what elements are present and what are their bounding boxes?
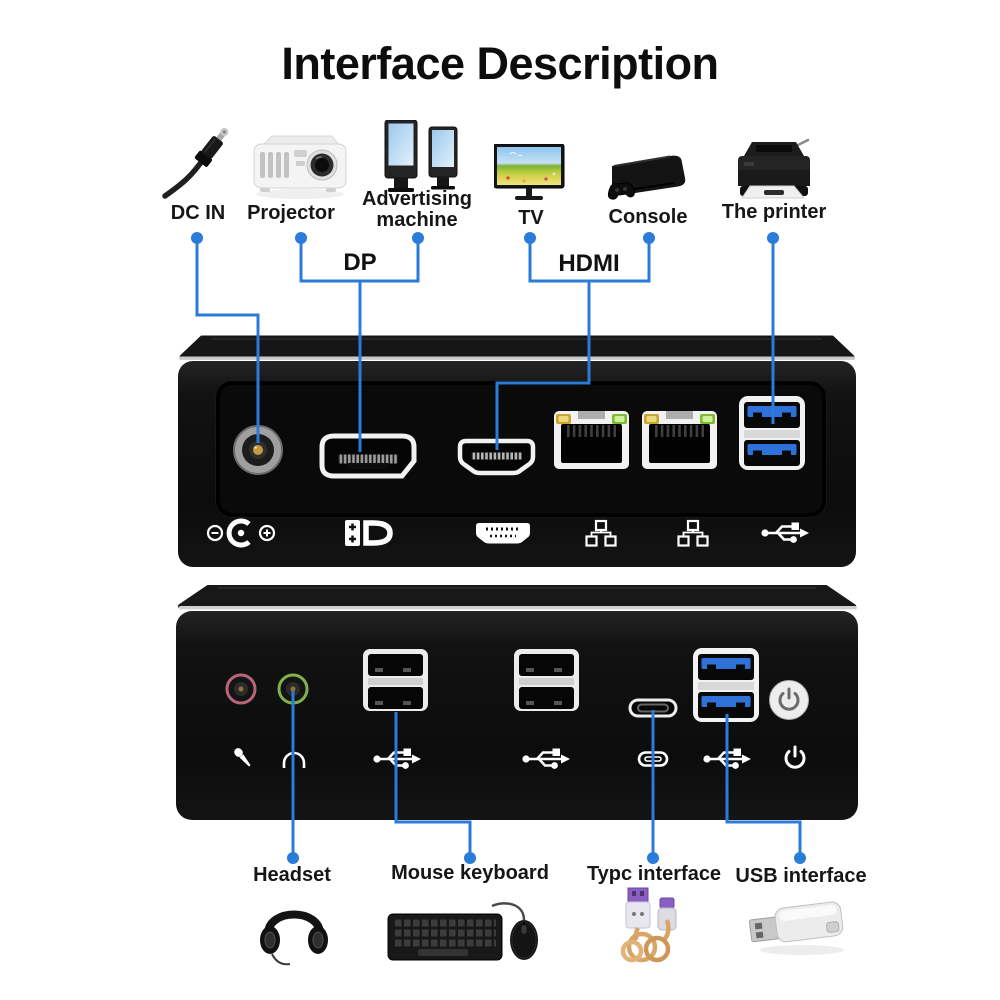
hdmi-port — [457, 438, 536, 476]
usb2-ports-1 — [363, 649, 428, 711]
pc2-top-lid — [178, 585, 856, 608]
mic-icon — [234, 748, 251, 767]
pc2-body — [176, 611, 858, 820]
pc2-lid-highlight — [179, 606, 857, 610]
dc-plug-icon — [162, 127, 229, 199]
power-button — [769, 680, 809, 720]
hdmi-icon — [476, 523, 530, 544]
label-projector: Projector — [247, 202, 335, 224]
tv-icon — [494, 144, 565, 200]
usb3-ports-front — [739, 396, 805, 470]
label-tv: TV — [518, 207, 544, 229]
ethernet-port-2 — [642, 411, 717, 469]
dot-advertising — [412, 232, 424, 244]
usb-flash-drive-icon — [749, 901, 844, 955]
game-console-icon — [607, 155, 686, 200]
usbc-port — [628, 698, 678, 718]
usb3-ports-rear — [693, 648, 759, 722]
label-mouse-keyboard: Mouse keyboard — [391, 862, 549, 884]
dot-dc-in — [191, 232, 203, 244]
page-title: Interface Description — [281, 38, 719, 89]
mini-pc-rear-view — [176, 585, 858, 820]
displayport-port — [319, 433, 417, 479]
mic-jack — [225, 673, 257, 705]
label-dc-in: DC IN — [170, 202, 226, 224]
advertising-machine-icon — [384, 120, 458, 192]
dot-usb — [794, 852, 806, 864]
dot-console — [643, 232, 655, 244]
pc1-top-lid — [179, 335, 855, 360]
dc-power-icon — [206, 518, 276, 548]
projector-icon — [253, 135, 347, 199]
dot-tv — [524, 232, 536, 244]
ethernet-port-1 — [554, 411, 629, 469]
printer-icon — [738, 138, 810, 199]
label-usb-interface: USB interface — [735, 865, 867, 887]
dot-headset — [287, 852, 299, 864]
label-hdmi: HDMI — [558, 250, 620, 277]
mini-pc-front-view — [178, 335, 856, 567]
label-console: Console — [608, 206, 688, 228]
label-advertising-machine: Advertising machine — [361, 188, 473, 231]
dot-printer — [767, 232, 779, 244]
headphones-icon — [260, 910, 328, 966]
label-typc-interface: Typc interface — [586, 863, 722, 885]
headphone-jack — [277, 673, 309, 705]
typec-cable-icon — [620, 887, 677, 963]
label-dp: DP — [343, 249, 377, 276]
keyboard-mouse-icon — [387, 902, 538, 961]
pc1-lid-highlight — [179, 356, 855, 360]
label-printer: The printer — [721, 201, 827, 223]
dot-projector — [295, 232, 307, 244]
label-headset: Headset — [253, 864, 331, 886]
usb2-ports-2 — [514, 649, 579, 711]
dc-power-jack — [233, 425, 283, 475]
displayport-logo-icon — [345, 520, 393, 546]
